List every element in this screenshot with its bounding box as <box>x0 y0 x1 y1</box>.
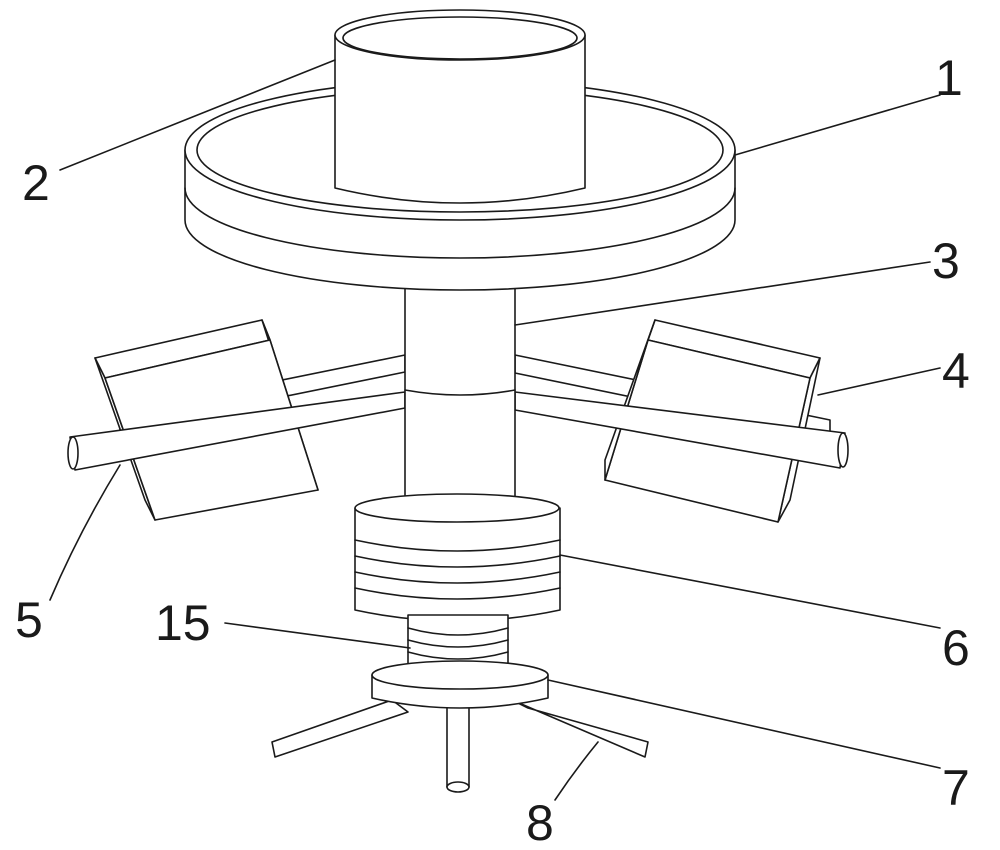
callout-3: 3 <box>932 233 960 289</box>
leader-6 <box>559 554 941 629</box>
callout-1: 1 <box>935 50 963 106</box>
callout-6: 6 <box>942 620 970 676</box>
leader-4 <box>817 367 941 396</box>
top-cup <box>334 9 586 204</box>
leader-15 <box>224 622 411 649</box>
callout-labels: 1 2 3 4 5 6 7 8 15 <box>15 50 970 850</box>
callout-8: 8 <box>526 795 554 850</box>
callout-15: 15 <box>155 595 211 651</box>
callout-5: 5 <box>15 592 43 648</box>
stacked-rings <box>354 493 561 622</box>
callout-2: 2 <box>22 155 50 211</box>
vertical-shaft <box>404 279 516 511</box>
callout-4: 4 <box>942 343 970 399</box>
callout-7: 7 <box>942 760 970 816</box>
leader-8 <box>554 741 599 801</box>
lower-arms <box>271 699 649 793</box>
leader-2 <box>59 59 336 171</box>
leader-lines <box>49 59 941 801</box>
base-collar <box>371 660 549 709</box>
leader-3 <box>514 261 931 326</box>
leader-7 <box>547 679 941 769</box>
leader-5 <box>49 464 121 601</box>
leader-1 <box>734 94 941 156</box>
